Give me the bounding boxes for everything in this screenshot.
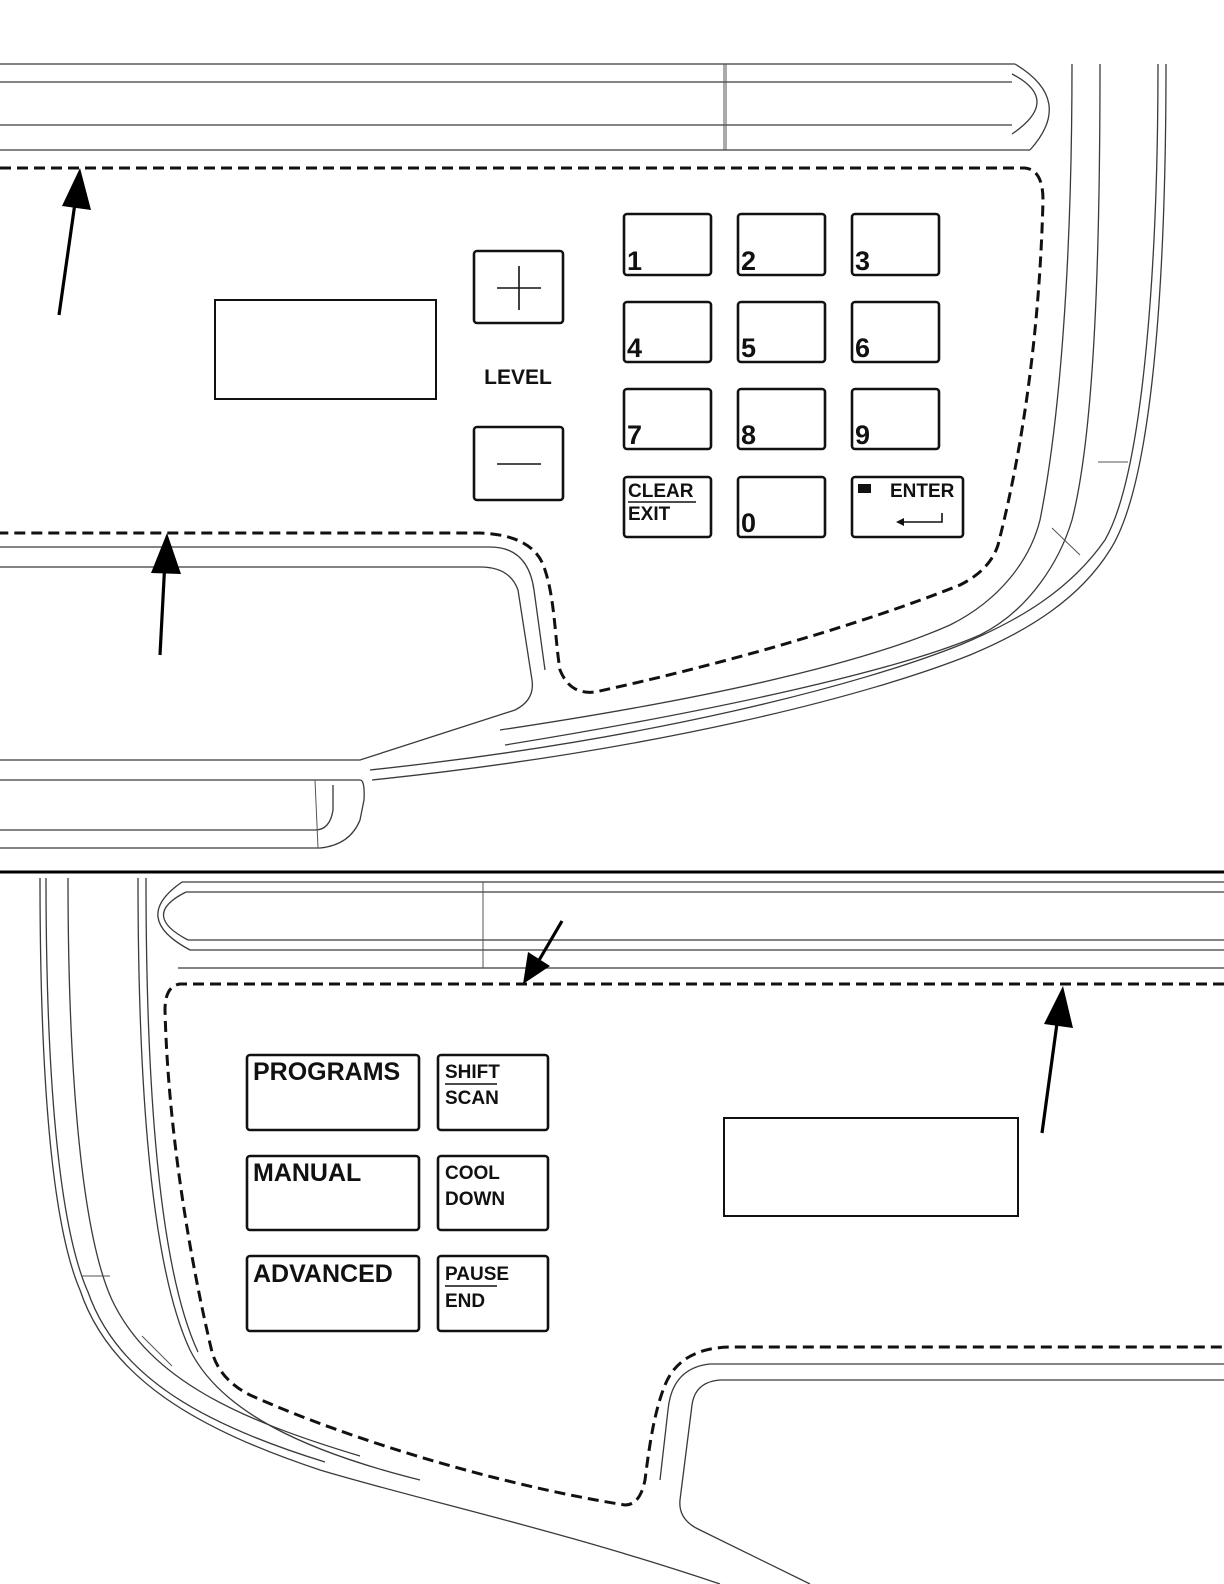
svg-text:0: 0 <box>741 508 756 538</box>
key-8[interactable]: 8 <box>738 389 825 450</box>
svg-text:EXIT: EXIT <box>628 504 671 525</box>
top-arrow-lower <box>151 533 181 655</box>
key-4[interactable]: 4 <box>624 302 711 363</box>
svg-text:8: 8 <box>741 420 756 450</box>
key-0[interactable]: 0 <box>738 477 825 538</box>
key-6[interactable]: 6 <box>852 302 939 363</box>
svg-text:PROGRAMS: PROGRAMS <box>253 1058 400 1086</box>
key-9[interactable]: 9 <box>852 389 939 450</box>
svg-text:2: 2 <box>741 246 756 276</box>
top-arrow-upper <box>59 168 91 315</box>
svg-text:MANUAL: MANUAL <box>253 1159 361 1187</box>
key-2[interactable]: 2 <box>738 214 825 276</box>
svg-text:PAUSE: PAUSE <box>445 1264 509 1285</box>
indicator-led-icon <box>858 484 871 493</box>
numeric-keypad: 1 2 3 4 5 6 <box>624 214 963 538</box>
advanced-button[interactable]: ADVANCED <box>247 1256 419 1331</box>
level-plus-button[interactable] <box>474 251 563 323</box>
svg-text:9: 9 <box>855 420 870 450</box>
svg-text:7: 7 <box>627 420 642 450</box>
clear-exit-button[interactable]: CLEAR EXIT <box>624 477 711 537</box>
enter-button[interactable]: ENTER <box>852 477 963 537</box>
bottom-view: PROGRAMS MANUAL ADVANCED SHIFT SCAN COOL… <box>40 878 1224 1584</box>
svg-text:ADVANCED: ADVANCED <box>253 1260 393 1288</box>
key-1[interactable]: 1 <box>624 214 711 276</box>
manual-button[interactable]: MANUAL <box>247 1156 419 1230</box>
bottom-arrow-diagonal <box>523 921 562 984</box>
programs-button[interactable]: PROGRAMS <box>247 1055 419 1130</box>
shift-scan-button[interactable]: SHIFT SCAN <box>438 1055 548 1130</box>
svg-text:END: END <box>445 1291 485 1312</box>
top-view: LEVEL 1 2 3 4 5 <box>0 64 1166 848</box>
svg-text:ENTER: ENTER <box>890 481 955 502</box>
svg-text:CLEAR: CLEAR <box>628 481 694 502</box>
cool-down-button[interactable]: COOL DOWN <box>438 1156 548 1230</box>
level-label: LEVEL <box>484 366 552 389</box>
svg-text:COOL: COOL <box>445 1163 500 1184</box>
top-display-window <box>215 300 436 399</box>
svg-text:3: 3 <box>855 246 870 276</box>
key-5[interactable]: 5 <box>738 302 825 363</box>
svg-text:SHIFT: SHIFT <box>445 1062 500 1083</box>
svg-text:1: 1 <box>627 246 642 276</box>
level-minus-button[interactable] <box>474 427 563 500</box>
pause-end-button[interactable]: PAUSE END <box>438 1256 548 1331</box>
svg-text:6: 6 <box>855 333 870 363</box>
svg-text:5: 5 <box>741 333 756 363</box>
svg-text:DOWN: DOWN <box>445 1189 505 1210</box>
key-7[interactable]: 7 <box>624 389 711 450</box>
svg-text:4: 4 <box>627 333 642 363</box>
top-housing-outline <box>0 64 1166 848</box>
bottom-arrow-right <box>1042 986 1073 1133</box>
svg-text:SCAN: SCAN <box>445 1088 499 1109</box>
bottom-display-window <box>724 1118 1018 1216</box>
key-3[interactable]: 3 <box>852 214 939 276</box>
